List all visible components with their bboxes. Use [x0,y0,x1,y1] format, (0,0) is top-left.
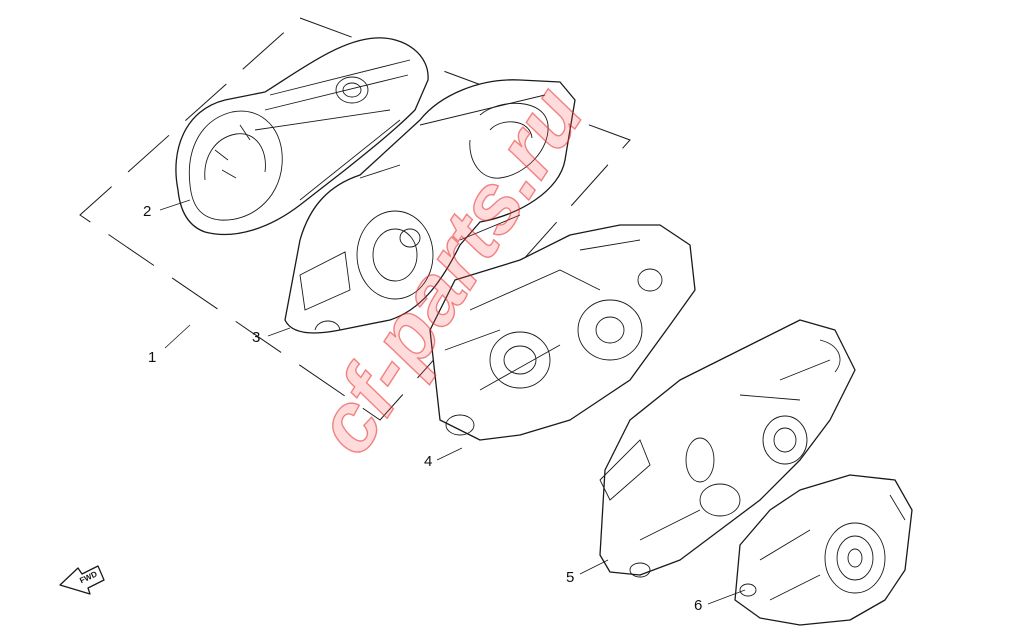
forward-direction-arrow-icon: FWD [59,565,105,595]
part-5-right-crankcase [599,319,856,578]
callout-4: 4 [424,453,432,470]
part-4-left-crankcase [429,224,696,441]
callout-1: 1 [148,349,156,366]
callout-leaders [159,199,746,605]
part-3-inner-cvt-cover [284,79,576,334]
part-6-magneto-cover [734,474,913,626]
callout-5: 5 [566,569,574,586]
callout-3: 3 [252,329,260,346]
part-2-outer-cvt-cover [175,37,429,236]
callout-2: 2 [143,203,151,220]
callout-6: 6 [694,597,702,614]
